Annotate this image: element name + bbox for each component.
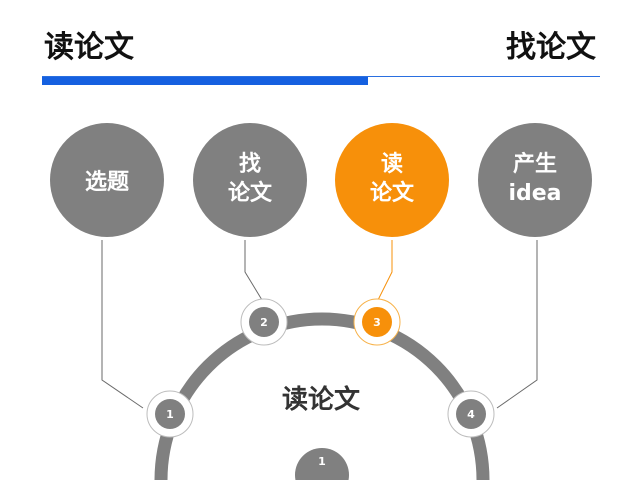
connector-4 (496, 240, 538, 409)
step-2-label-line1: 找 (239, 152, 261, 177)
header-thin-rule (42, 76, 600, 77)
arc-node-2: 2 (240, 298, 288, 346)
bottom-node-label: 1 (318, 455, 326, 468)
header-right-title: 找论文 (506, 30, 596, 65)
step-1: 选题 (50, 123, 164, 237)
step-4-label-line2: idea (508, 181, 561, 206)
step-3-label-line1: 读 (381, 152, 403, 177)
arc-node-1-label: 1 (166, 408, 174, 421)
arc-node-3-label: 3 (373, 316, 381, 329)
step-2-circle (193, 123, 307, 237)
connector-2 (244, 240, 263, 301)
arc-node-1: 1 (146, 390, 194, 438)
step-1-circle (50, 123, 164, 237)
step-3-circle-active (335, 123, 449, 237)
arc-node-3-active: 3 (353, 298, 401, 346)
step-3: 读 论文 (335, 123, 449, 237)
step-4-circle (478, 123, 592, 237)
step-4: 产生 idea (478, 123, 592, 237)
arc-center-title: 读论文 (282, 384, 361, 415)
arc-node-4: 4 (447, 390, 495, 438)
arc-node-2-label: 2 (260, 316, 268, 329)
header-left-title: 读论文 (44, 30, 134, 65)
step-3-label-line2: 论文 (370, 180, 415, 206)
bottom-node: 1 (295, 448, 349, 480)
connector-1 (101, 240, 144, 409)
connector-3 (377, 240, 393, 301)
arc-node-4-label: 4 (467, 408, 475, 421)
step-4-label-line1: 产生 (513, 152, 557, 177)
step-2: 找 论文 (193, 123, 307, 237)
step-1-label: 选题 (85, 170, 130, 195)
header-progress-bar (42, 77, 368, 85)
step-2-label-line2: 论文 (228, 180, 273, 206)
